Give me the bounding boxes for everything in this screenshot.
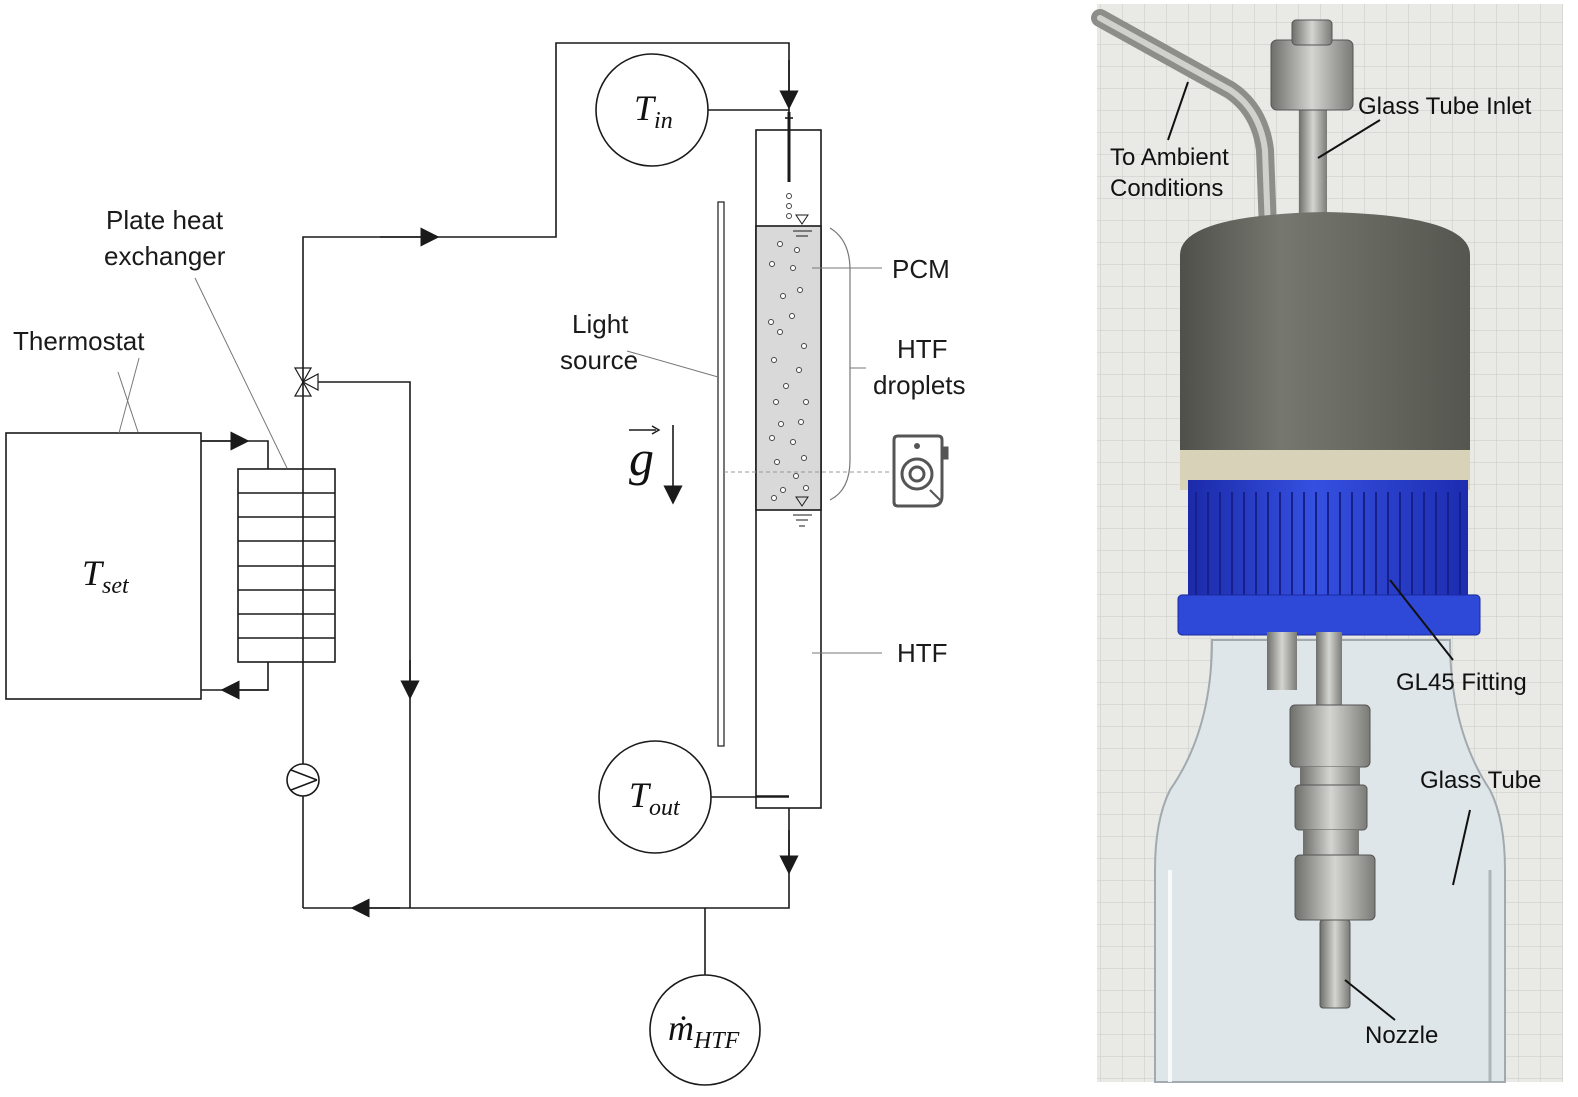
glass-tube-label: Glass Tube — [1420, 767, 1541, 794]
droplet — [783, 383, 789, 389]
t-in-symbol: Tin — [634, 88, 673, 134]
droplet — [803, 399, 809, 405]
to-ambient-label-line2: Conditions — [1110, 175, 1223, 202]
thermostat-supply-line — [201, 440, 269, 469]
htf-droplets-label-line1: HTF — [897, 334, 948, 364]
schematic-panel — [5, 42, 892, 1086]
thermostat-return-line — [201, 662, 269, 691]
pump-icon — [286, 763, 320, 797]
htf-label: HTF — [897, 638, 948, 668]
thermostat-label: Thermostat — [13, 326, 145, 356]
droplet — [777, 241, 783, 247]
m-htf-symbol: ṁHTF — [668, 1008, 740, 1054]
htf-droplets-group — [768, 193, 809, 501]
bypass-line — [318, 381, 411, 908]
light-source-label-line1: Light — [572, 309, 629, 339]
plate-heat-exchanger-label-line2: exchanger — [104, 241, 226, 271]
gl45-fitting-label: GL45 Fitting — [1396, 669, 1527, 696]
inlet-nut — [1270, 39, 1354, 111]
droplet — [790, 265, 796, 271]
droplets-brace — [829, 227, 851, 501]
plate-heat-exchanger-label-line1: Plate heat — [106, 205, 224, 235]
camera-icon — [892, 434, 949, 508]
to-ambient-label-line1: To Ambient — [1110, 144, 1229, 171]
pcm-label: PCM — [892, 254, 950, 284]
light-source-label-line2: source — [560, 345, 638, 375]
thermostat-box — [5, 432, 202, 700]
droplet — [777, 329, 783, 335]
droplet — [771, 357, 777, 363]
droplet — [803, 485, 809, 491]
light-source-bar — [717, 201, 725, 747]
fitting-ribs — [1195, 492, 1461, 596]
nozzle-label: Nozzle — [1365, 1022, 1438, 1049]
droplet — [786, 213, 792, 219]
apparatus-photo: To Ambient Conditions Glass Tube Inlet G… — [1091, 4, 1563, 1083]
droplet — [771, 495, 777, 501]
htf-droplets-label-line2: droplets — [873, 370, 966, 400]
inlet-tube — [1299, 100, 1327, 230]
droplet — [790, 439, 796, 445]
three-way-valve-icon — [293, 367, 319, 397]
droplet — [786, 203, 792, 209]
nozzle — [1319, 919, 1351, 1009]
grey-cap — [1180, 212, 1470, 460]
droplet — [780, 487, 786, 493]
droplet — [778, 421, 784, 427]
loop-bottom-line — [303, 808, 790, 909]
droplet — [794, 247, 800, 253]
droplet — [780, 293, 786, 299]
glass-tube-inlet-label: Glass Tube Inlet — [1358, 93, 1532, 120]
loop-top-left-line — [302, 42, 790, 469]
droplet — [793, 473, 799, 479]
droplet — [801, 343, 807, 349]
droplet — [789, 313, 795, 319]
plate-heat-exchanger — [237, 468, 336, 663]
t-out-symbol: Tout — [629, 775, 681, 821]
droplet — [796, 367, 802, 373]
droplet — [798, 419, 804, 425]
droplet — [797, 287, 803, 293]
t-set-symbol: Tset — [82, 553, 130, 599]
droplet — [769, 435, 775, 441]
droplet — [801, 455, 807, 461]
mass-flow-sensor — [649, 974, 761, 1086]
droplet — [769, 261, 775, 267]
droplet — [773, 399, 779, 405]
gravity-symbol: g — [629, 430, 654, 486]
droplet — [768, 319, 774, 325]
pcm-region — [755, 225, 822, 511]
droplet — [786, 193, 792, 199]
droplet — [774, 459, 780, 465]
